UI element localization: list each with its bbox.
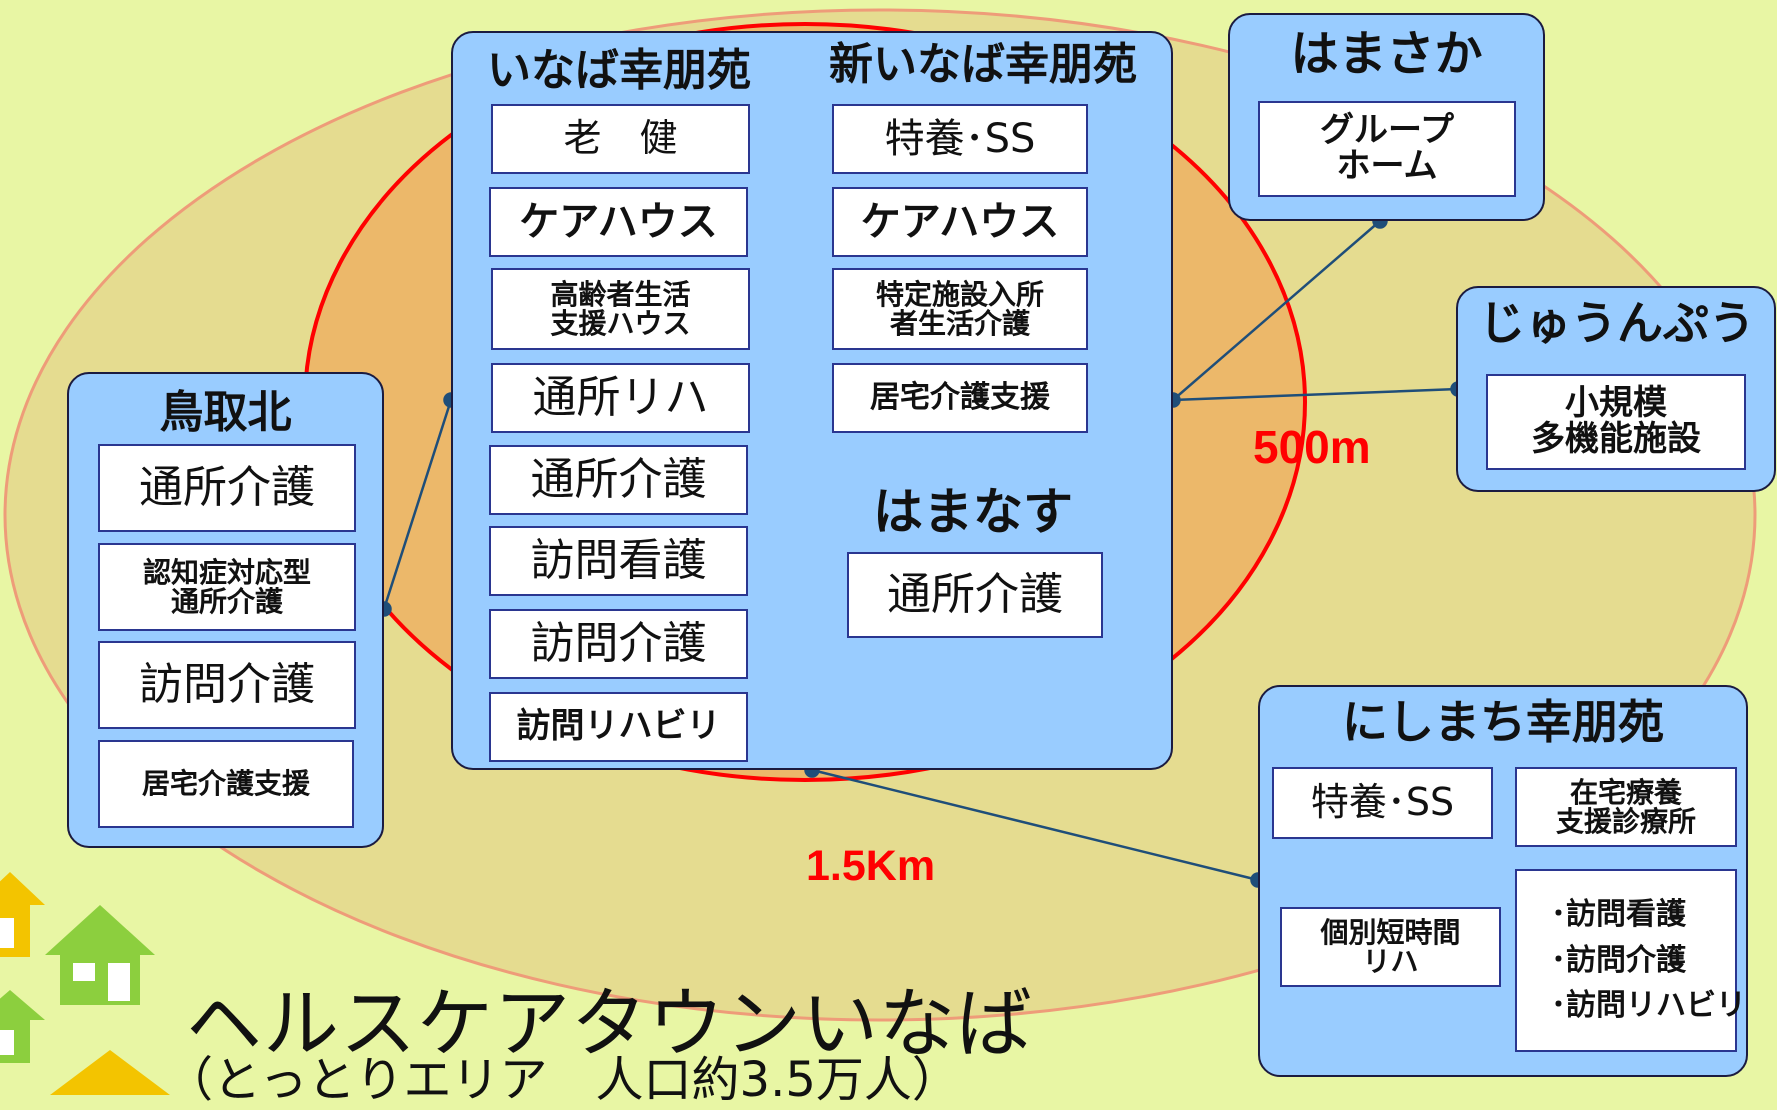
- title-inaba: いなば幸朋苑: [487, 45, 751, 96]
- list-item: ･訪問看護: [1551, 897, 1686, 933]
- service-nm-home-clinic: 在宅療養 支援診療所: [1515, 767, 1737, 847]
- house-icon: [45, 905, 155, 1005]
- service-tokuyo-ss: 特養･SS: [832, 104, 1088, 174]
- area-subtitle: （とっとりエリア 人口約3.5万人）: [165, 1052, 960, 1108]
- area-name: ヘルスケアタウンいなば: [186, 979, 1033, 1068]
- title-shin-inaba: 新いなば幸朋苑: [829, 39, 1137, 90]
- list-item: ･訪問介護: [1551, 942, 1686, 978]
- house-icon: [0, 872, 45, 957]
- list-item: ･訪問リハビリ: [1551, 988, 1746, 1024]
- service-tk-day-care: 通所介護: [98, 444, 356, 532]
- service-day-care: 通所介護: [489, 445, 748, 515]
- service-small-multifunction: 小規模 多機能施設: [1486, 374, 1746, 470]
- service-roken: 老 健: [491, 104, 750, 174]
- service-visiting-nursing: 訪問看護: [489, 526, 748, 596]
- radius-label-500m: 500m: [1253, 421, 1371, 473]
- service-carehouse-shin: ケアハウス: [832, 187, 1088, 257]
- service-nm-tokuyo-ss: 特養･SS: [1272, 767, 1493, 839]
- service-group-home: グループ ホーム: [1258, 101, 1516, 197]
- service-nm-visiting-list: ･訪問看護 ･訪問介護 ･訪問リハビリ: [1515, 869, 1746, 1052]
- service-specified-facility-care: 特定施設入所 者生活介護: [832, 268, 1088, 350]
- title-junpu: じゅうんぷう: [1479, 296, 1755, 350]
- service-hamanasu-day-care: 通所介護: [847, 552, 1103, 638]
- title-hamanasu: はまなす: [873, 483, 1073, 541]
- service-tk-home-care: 訪問介護: [98, 641, 356, 729]
- service-tk-dementia-day-care: 認知症対応型 通所介護: [98, 543, 356, 631]
- radius-label-1-5km: 1.5Km: [806, 842, 936, 890]
- service-carehouse: ケアハウス: [489, 187, 748, 257]
- title-tottori-kita: 鳥取北: [159, 387, 292, 438]
- title-hamasaka: はまさか: [1290, 26, 1483, 82]
- house-icon: [0, 990, 45, 1063]
- service-nm-short-rehab: 個別短時間 リハ: [1280, 907, 1501, 987]
- service-visiting-rehab: 訪問リハビリ: [489, 692, 748, 762]
- service-care-planning: 居宅介護支援: [832, 363, 1088, 433]
- title-nishimachi: にしまち幸朋苑: [1342, 695, 1664, 749]
- house-icon: [50, 1050, 170, 1095]
- service-senior-support-house: 高齢者生活 支援ハウス: [491, 268, 750, 350]
- service-day-rehab: 通所リハ: [491, 363, 750, 433]
- service-tk-care-planning: 居宅介護支援: [98, 740, 354, 828]
- service-home-care: 訪問介護: [489, 609, 748, 679]
